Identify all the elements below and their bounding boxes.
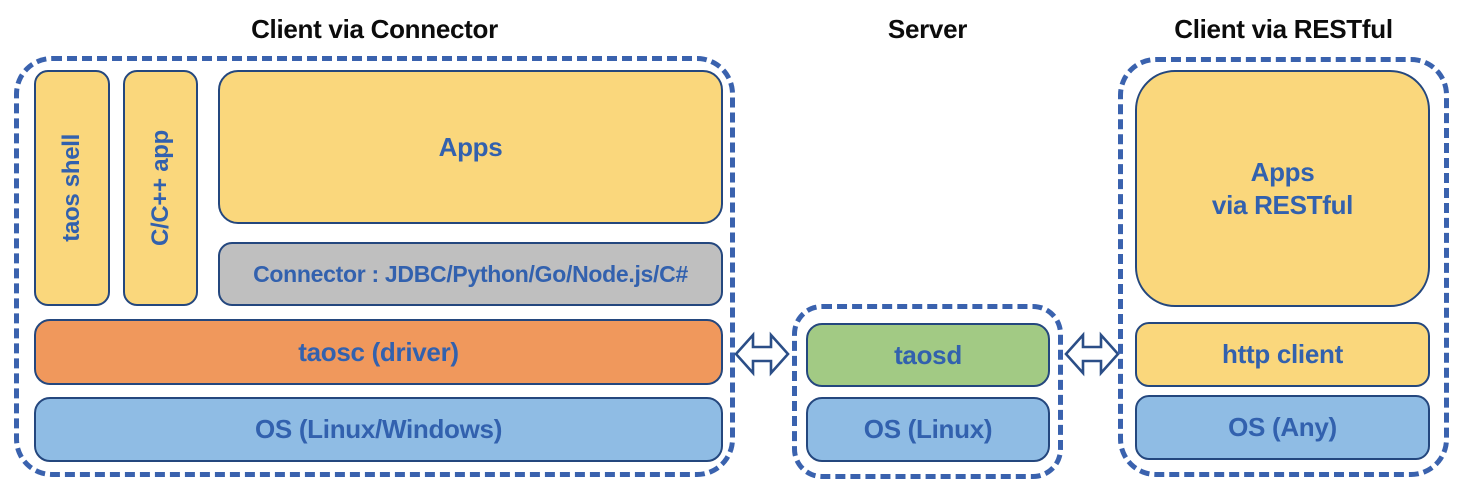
http-client-box: http client bbox=[1135, 322, 1430, 387]
taos-shell-label: taos shell bbox=[58, 134, 85, 242]
cpp-app-box: C/C++ app bbox=[123, 70, 198, 306]
section-title-client-connector: Client via Connector bbox=[251, 14, 498, 44]
taosc-driver-box: taosc (driver) bbox=[34, 319, 723, 385]
client-connector-container bbox=[14, 56, 735, 477]
http-client-label: http client bbox=[1222, 339, 1343, 370]
server-container bbox=[792, 304, 1063, 479]
cpp-app-label: C/C++ app bbox=[146, 130, 174, 246]
os-any-label: OS (Any) bbox=[1228, 412, 1337, 443]
os-linux-windows-label: OS (Linux/Windows) bbox=[254, 414, 503, 445]
taos-shell-box: taos shell bbox=[34, 70, 110, 306]
taosd-label: taosd bbox=[894, 339, 962, 370]
os-any-box: OS (Any) bbox=[1135, 395, 1430, 460]
taosc-driver-label: taosc (driver) bbox=[298, 336, 459, 367]
taosd-box: taosd bbox=[806, 323, 1050, 387]
apps-via-restful-line2: via RESTful bbox=[1211, 189, 1354, 220]
client-restful-container bbox=[1118, 57, 1449, 477]
os-linux-label: OS (Linux) bbox=[863, 414, 993, 445]
double-arrow-icon bbox=[734, 331, 790, 377]
section-title-client-restful: Client via RESTful bbox=[1174, 14, 1393, 44]
os-linux-box: OS (Linux) bbox=[806, 397, 1050, 462]
apps-box: Apps bbox=[218, 70, 723, 224]
apps-label: Apps bbox=[438, 131, 503, 162]
os-linux-windows-box: OS (Linux/Windows) bbox=[34, 397, 723, 462]
apps-via-restful-box: Apps via RESTful bbox=[1135, 70, 1430, 307]
connector-label: Connector : JDBC/Python/Go/Node.js/C# bbox=[253, 260, 688, 287]
double-arrow-icon bbox=[1064, 331, 1120, 377]
section-title-server: Server bbox=[887, 14, 968, 44]
connector-box: Connector : JDBC/Python/Go/Node.js/C# bbox=[218, 242, 723, 306]
apps-via-restful-line1: Apps bbox=[1250, 157, 1315, 187]
apps-via-restful-label: Apps via RESTful bbox=[1212, 156, 1353, 221]
